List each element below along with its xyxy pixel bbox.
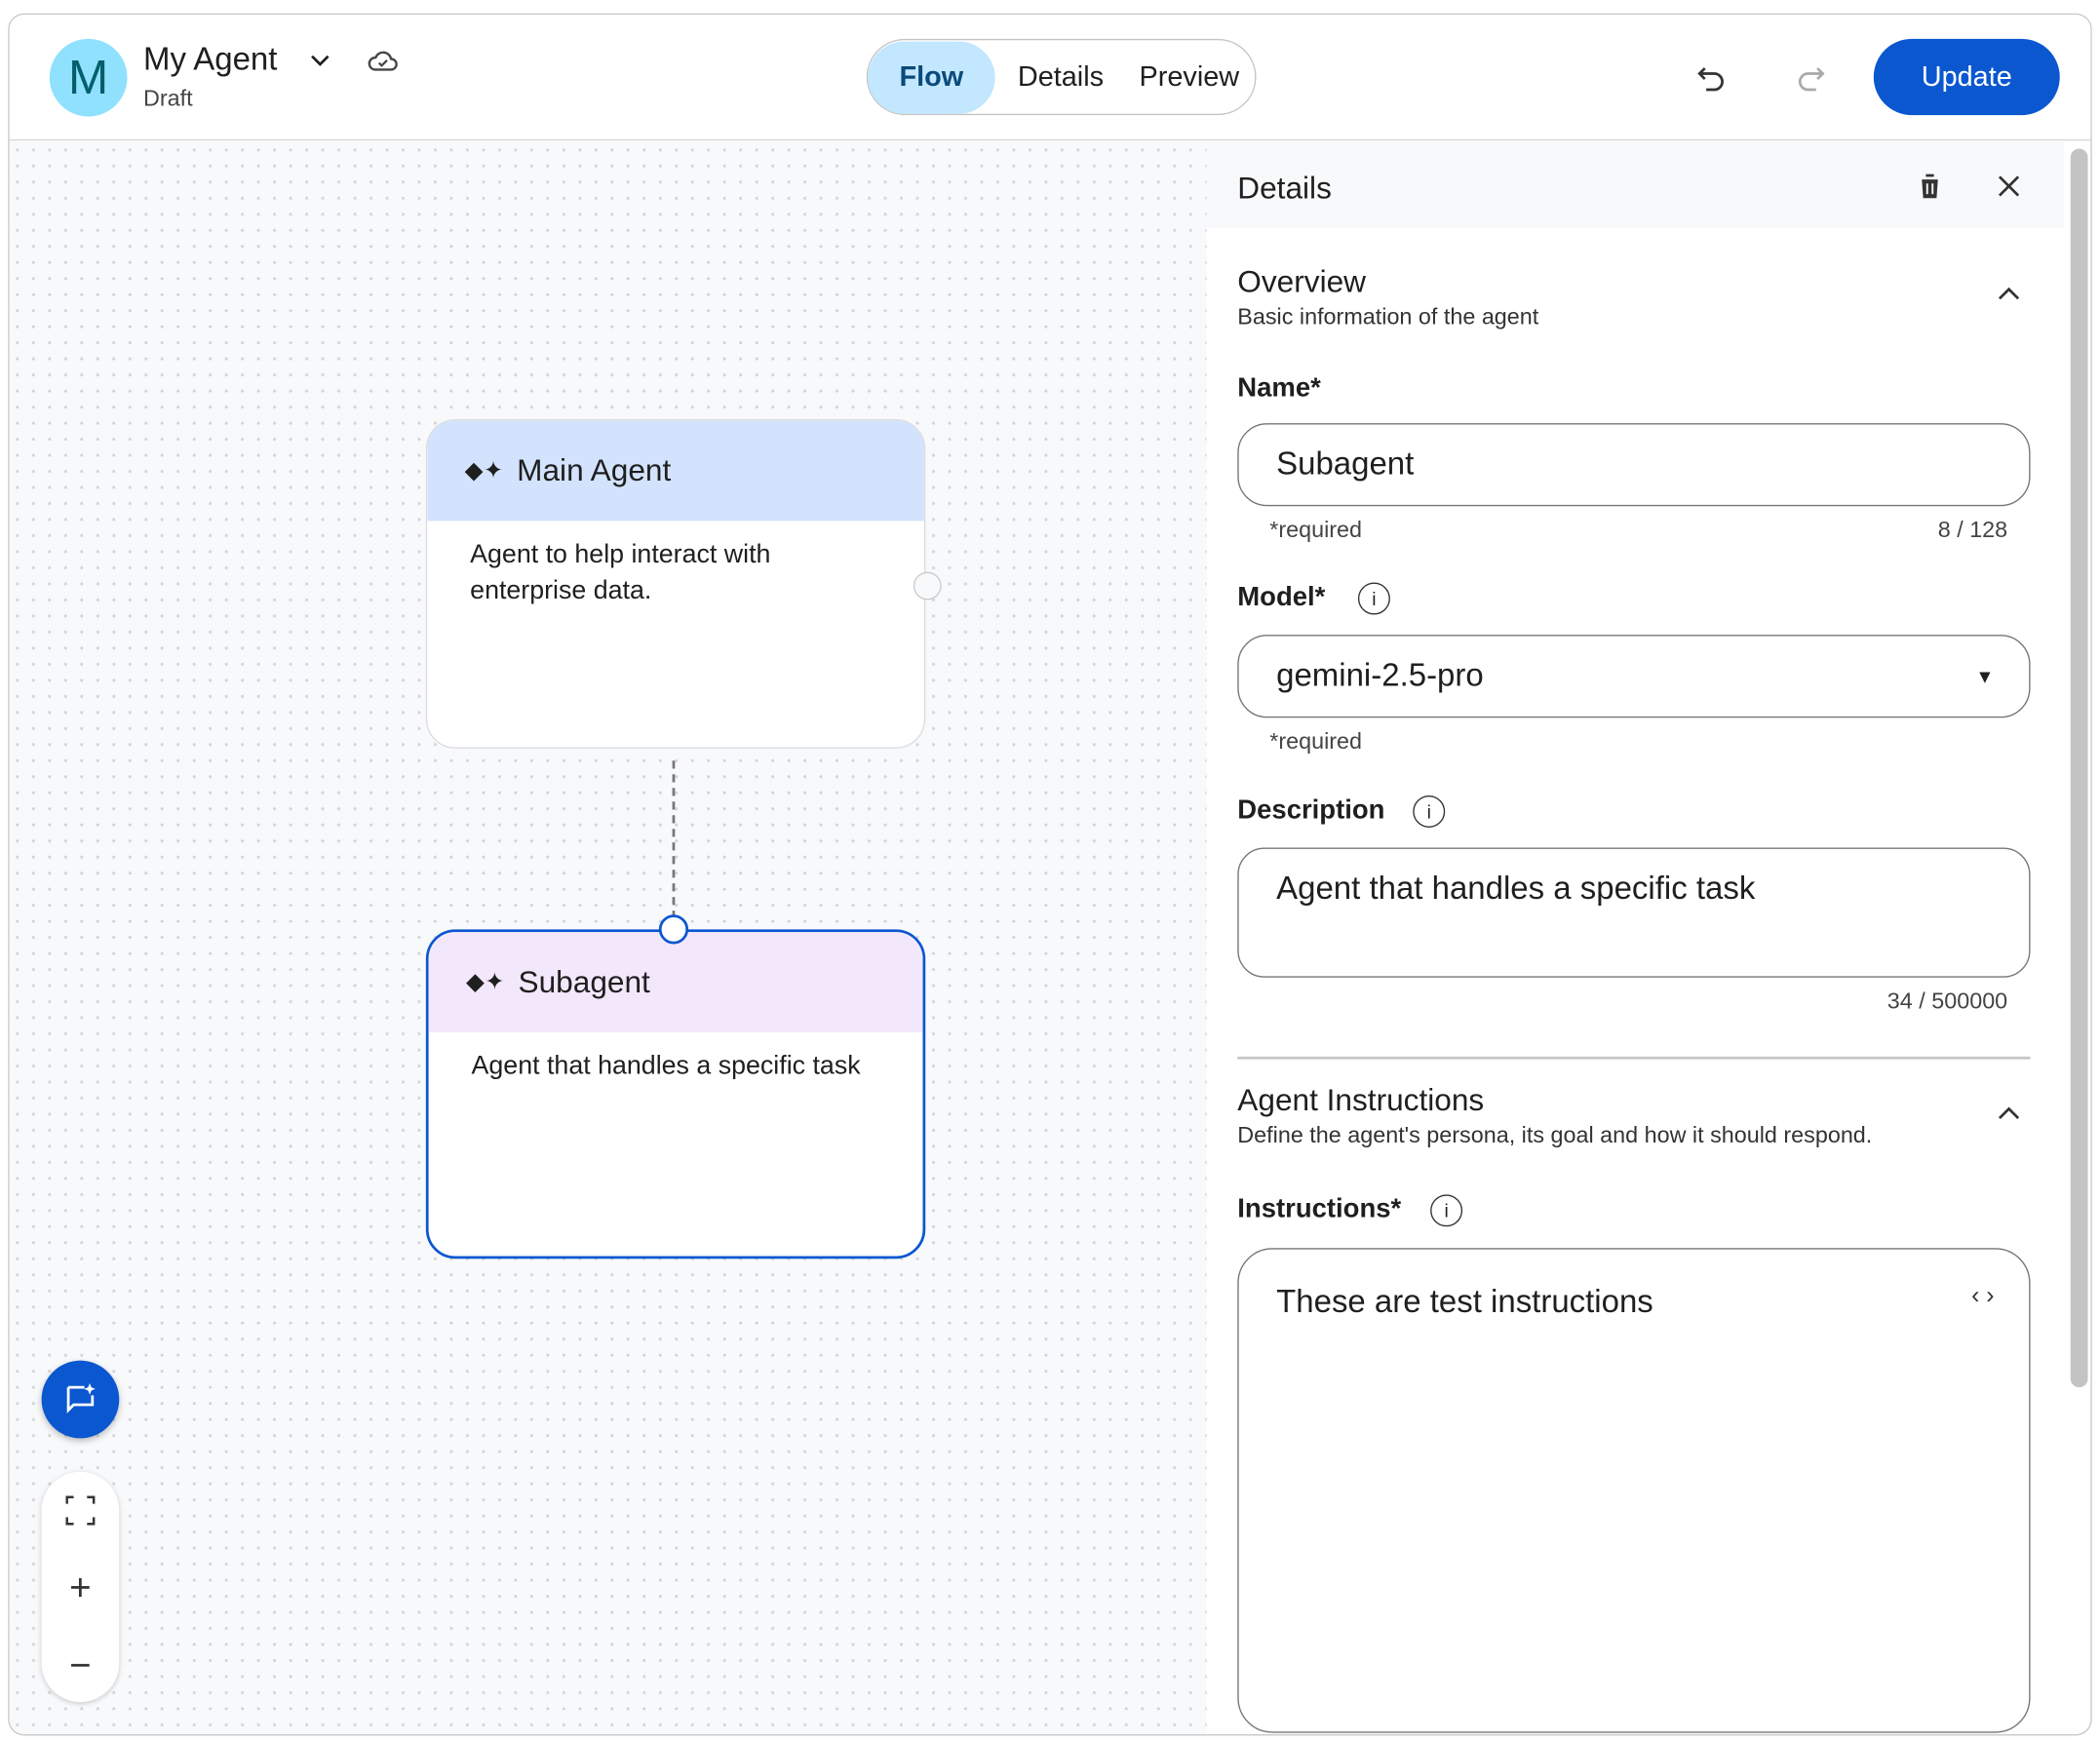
name-input[interactable]: Subagent: [1237, 423, 2031, 507]
name-char-count: 8 / 128: [1937, 517, 2008, 543]
cloud-saved-icon: [366, 44, 401, 76]
collapse-instructions-icon[interactable]: [1997, 1101, 2021, 1125]
update-button[interactable]: Update: [1873, 38, 2060, 116]
name-label: Name*: [1237, 373, 1321, 404]
zoom-in-icon[interactable]: +: [69, 1567, 92, 1608]
flow-canvas[interactable]: ◆✦ Main Agent Agent to help interact with…: [9, 141, 1207, 1734]
model-label: Model*: [1237, 582, 1326, 612]
chat-spark-icon: [66, 1383, 96, 1414]
node-subagent[interactable]: ◆✦ Subagent Agent that handles a specific…: [425, 929, 926, 1260]
collapse-overview-icon[interactable]: [1997, 281, 2021, 305]
fit-screen-icon[interactable]: [60, 1491, 100, 1531]
divider: [1237, 1056, 2031, 1059]
description-char-count: 34 / 500000: [1886, 988, 2008, 1014]
overview-subtitle: Basic information of the agent: [1237, 303, 1539, 329]
info-icon[interactable]: i: [1430, 1194, 1463, 1227]
details-panel: Details Overview Basic information of th…: [1206, 141, 2064, 1734]
tab-preview[interactable]: Preview: [1139, 60, 1240, 93]
info-icon[interactable]: i: [1413, 794, 1446, 828]
instructions-section-title: Agent Instructions: [1237, 1081, 1485, 1117]
sparkle-icon: ◆✦: [464, 456, 504, 484]
top-bar: M My Agent Draft Flow Details Preview Up…: [9, 15, 2091, 141]
connector-line: [672, 760, 676, 919]
agent-name: My Agent: [142, 41, 278, 78]
name-hint: *required: [1269, 517, 1363, 543]
model-select[interactable]: gemini-2.5-pro ▼: [1237, 635, 2031, 718]
model-value: gemini-2.5-pro: [1276, 657, 1484, 694]
instructions-textarea[interactable]: These are test instructions ‹ ›: [1237, 1248, 2031, 1733]
connection-handle[interactable]: [658, 914, 689, 945]
overview-title: Overview: [1237, 263, 1366, 299]
node-description: Agent that handles a specific task: [471, 1051, 861, 1081]
zoom-out-icon[interactable]: −: [69, 1644, 92, 1686]
ai-chat-button[interactable]: [41, 1360, 120, 1439]
dropdown-arrow-icon: ▼: [1975, 665, 1995, 687]
instructions-section-subtitle: Define the agent's persona, its goal and…: [1237, 1122, 1873, 1148]
instructions-value: These are test instructions: [1276, 1284, 1653, 1321]
model-hint: *required: [1269, 728, 1363, 755]
delete-icon[interactable]: [1917, 172, 1943, 201]
info-icon[interactable]: i: [1357, 582, 1390, 615]
chevron-down-icon[interactable]: [304, 44, 336, 76]
app-window: M My Agent Draft Flow Details Preview Up…: [8, 13, 2092, 1736]
node-title: Subagent: [518, 964, 650, 999]
close-icon[interactable]: [1994, 172, 2023, 201]
node-title: Main Agent: [517, 452, 672, 488]
tab-details[interactable]: Details: [1017, 60, 1105, 93]
code-view-icon[interactable]: ‹ ›: [1971, 1281, 1995, 1309]
description-label: Description: [1237, 794, 1385, 826]
description-textarea[interactable]: Agent that handles a specific task: [1237, 847, 2031, 978]
sparkle-icon: ◆✦: [466, 968, 505, 995]
scrollbar[interactable]: [2070, 148, 2088, 1388]
redo-icon[interactable]: [1791, 58, 1831, 97]
avatar: M: [49, 38, 128, 117]
panel-title: Details: [1237, 170, 1332, 206]
instructions-label: Instructions*: [1237, 1194, 1402, 1224]
panel-header: Details: [1206, 141, 2064, 228]
tab-flow[interactable]: Flow: [868, 40, 995, 114]
node-description: Agent to help interact with enterprise d…: [470, 539, 771, 605]
view-tabs: Flow Details Preview: [866, 38, 1257, 116]
zoom-controls: + −: [41, 1471, 120, 1702]
connection-handle[interactable]: [913, 571, 942, 601]
node-main-agent[interactable]: ◆✦ Main Agent Agent to help interact with…: [425, 418, 926, 749]
undo-icon[interactable]: [1692, 58, 1731, 97]
agent-status: Draft: [142, 85, 193, 112]
